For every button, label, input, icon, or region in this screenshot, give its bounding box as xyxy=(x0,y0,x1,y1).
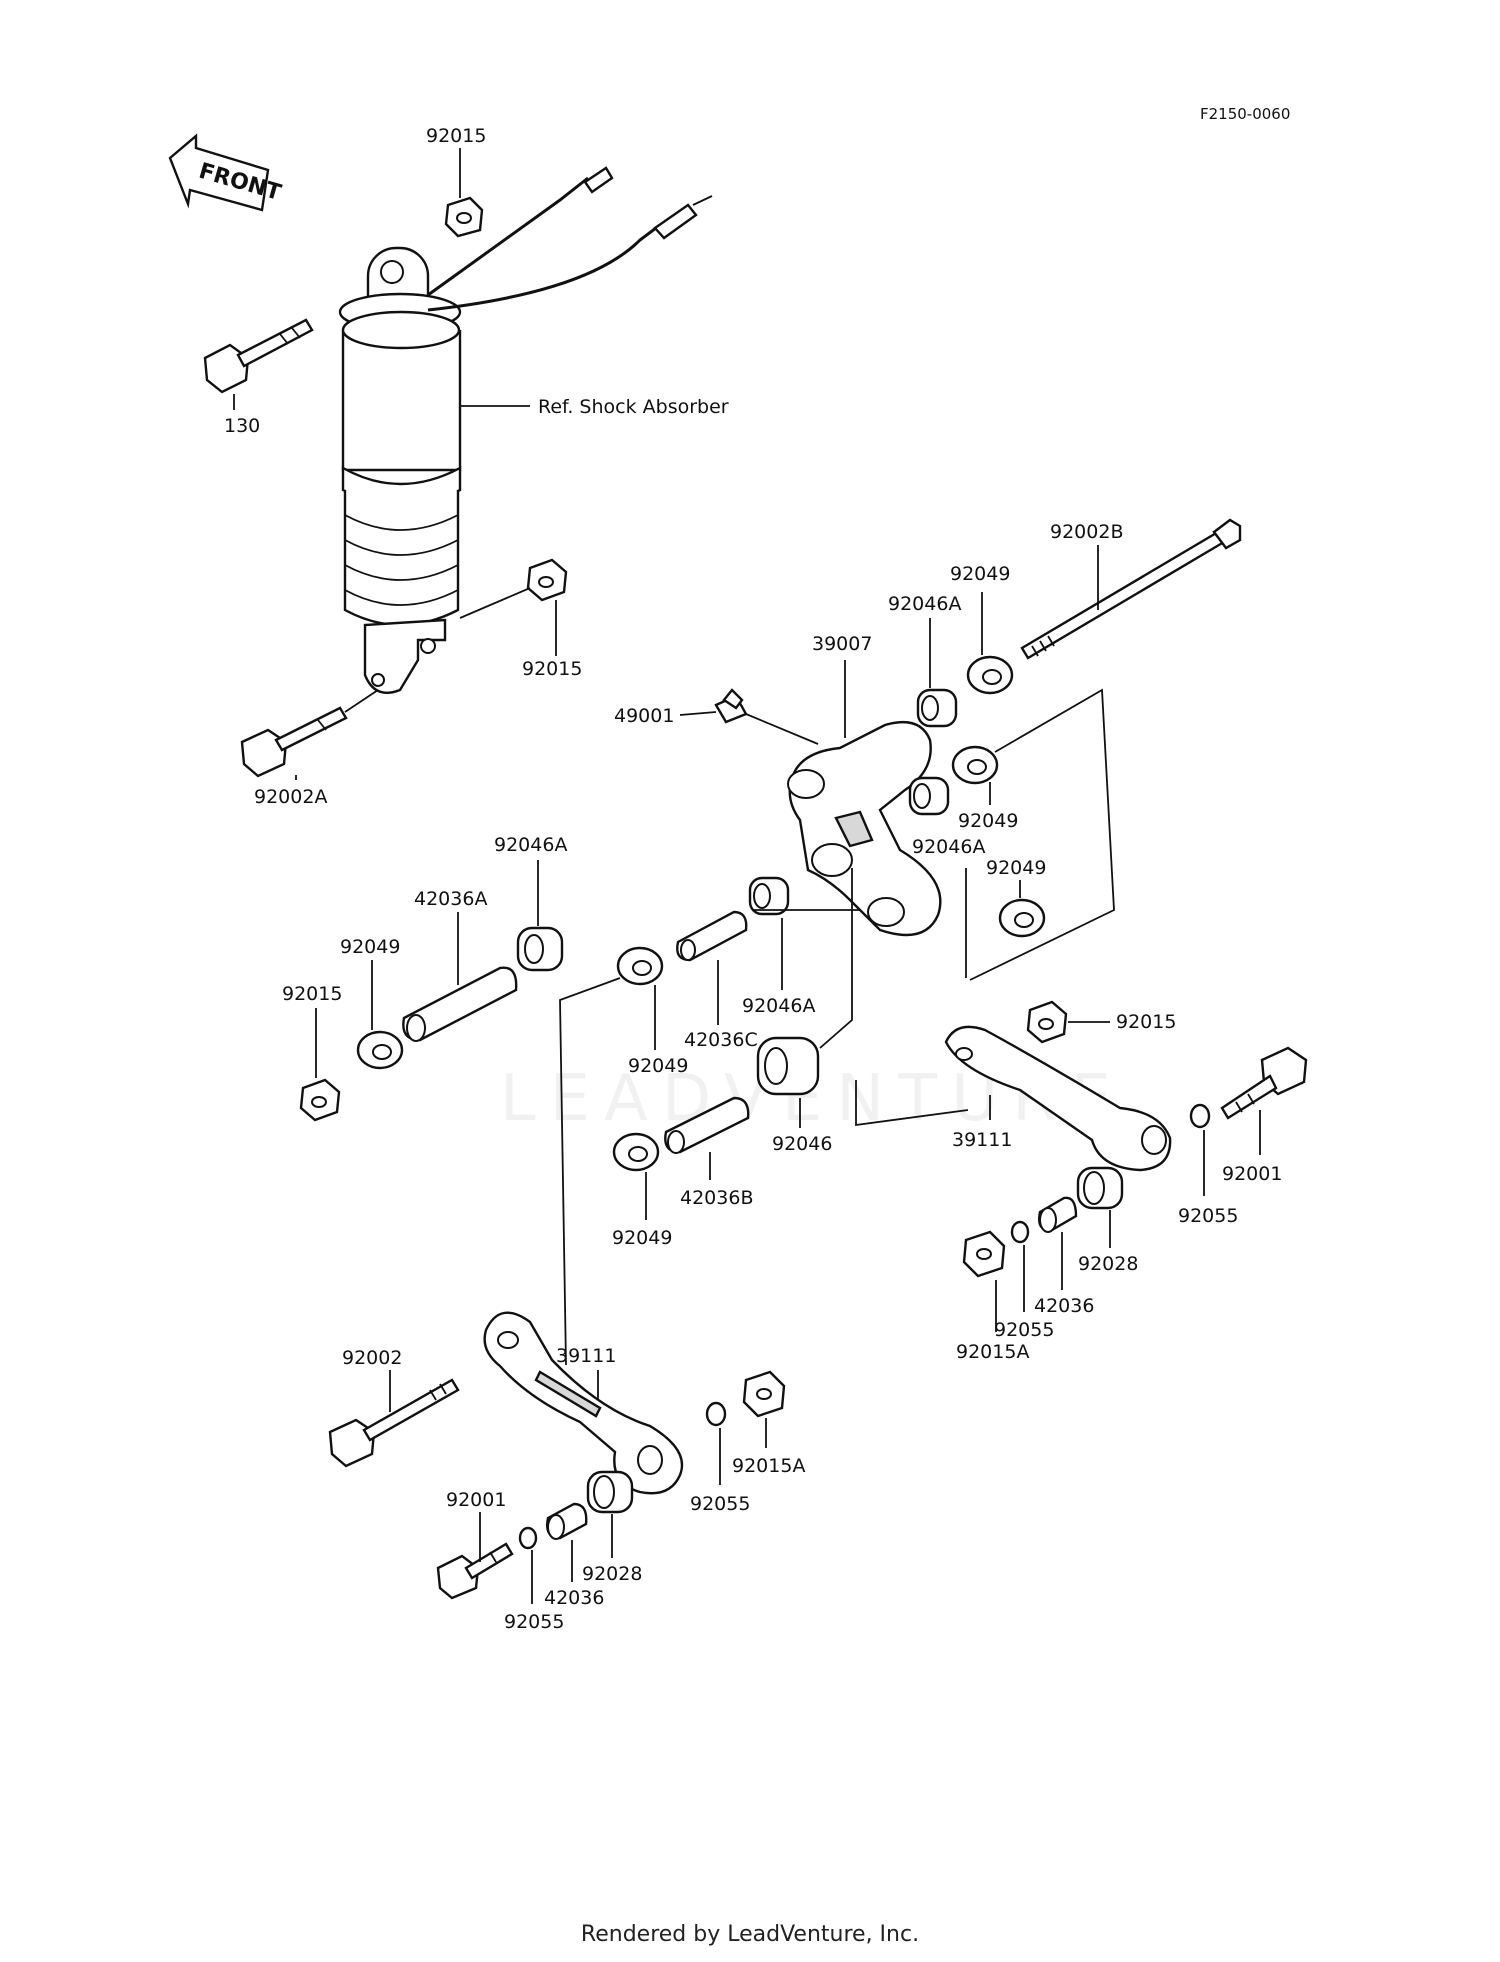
part-label: 92015A xyxy=(956,1341,1029,1363)
part-label: 39111 xyxy=(556,1345,616,1367)
washer-icon xyxy=(951,745,999,785)
sleeve-icon xyxy=(1038,1196,1078,1233)
part-label: 92049 xyxy=(612,1227,672,1249)
part-label: 39111 xyxy=(952,1129,1012,1151)
ref-shock-absorber-label: Ref. Shock Absorber xyxy=(538,396,729,418)
sleeve-icon xyxy=(676,910,748,962)
tie-rod-icon xyxy=(483,1311,684,1495)
bolt-icon xyxy=(203,318,314,394)
part-label: 92049 xyxy=(340,936,400,958)
collar-icon xyxy=(1076,1166,1124,1210)
sleeve-icon xyxy=(664,1096,750,1154)
o-ring-icon xyxy=(518,1526,538,1550)
part-label: 92001 xyxy=(446,1489,506,1511)
bearing-icon xyxy=(756,1036,820,1096)
bearing-icon xyxy=(908,776,950,816)
part-label: 92002 xyxy=(342,1347,402,1369)
part-label: 92049 xyxy=(986,857,1046,879)
bolt-icon xyxy=(328,1378,460,1468)
washer-icon xyxy=(998,898,1046,938)
part-label: 92015 xyxy=(522,658,582,680)
part-label: 92046A xyxy=(888,593,961,615)
collar-icon xyxy=(586,1470,634,1514)
o-ring-icon xyxy=(705,1401,727,1427)
washer-icon xyxy=(966,655,1014,695)
part-label: 92046 xyxy=(772,1133,832,1155)
part-label: 130 xyxy=(224,415,260,437)
part-label: 92046A xyxy=(742,995,815,1017)
footer-credit: Rendered by LeadVenture, Inc. xyxy=(580,1922,920,1947)
part-label: 49001 xyxy=(614,705,674,727)
sleeve-icon xyxy=(546,1502,588,1540)
part-label: 42036B xyxy=(680,1187,753,1209)
part-label: 92001 xyxy=(1222,1163,1282,1185)
part-label: 42036C xyxy=(684,1029,758,1051)
part-label: 42036A xyxy=(414,888,487,910)
bolt-icon xyxy=(436,1542,514,1600)
nut-icon xyxy=(444,196,484,238)
grease-nipple-icon xyxy=(714,688,748,724)
tie-rod-icon xyxy=(944,1025,1172,1172)
nut-icon xyxy=(962,1230,1006,1278)
part-label: 92015 xyxy=(282,983,342,1005)
sleeve-icon xyxy=(402,966,518,1042)
bearing-icon xyxy=(748,876,790,916)
part-label: 92015 xyxy=(1116,1011,1176,1033)
part-label: 92028 xyxy=(582,1563,642,1585)
washer-icon xyxy=(616,946,664,986)
part-label: 92015 xyxy=(426,125,486,147)
washer-icon xyxy=(356,1030,404,1070)
part-label: 92046A xyxy=(912,836,985,858)
part-label: 92055 xyxy=(690,1493,750,1515)
bolt-icon xyxy=(240,706,348,778)
washer-icon xyxy=(612,1132,660,1172)
part-label: 92046A xyxy=(494,834,567,856)
shock-absorber-icon xyxy=(338,166,713,695)
rocker-arm-icon xyxy=(787,720,942,937)
part-label: 92049 xyxy=(958,810,1018,832)
part-label: 92002A xyxy=(254,786,327,808)
nut-icon xyxy=(1026,1000,1068,1044)
part-label: 92002B xyxy=(1050,521,1123,543)
part-label: 92015A xyxy=(732,1455,805,1477)
nut-icon xyxy=(742,1370,786,1418)
part-label: 39007 xyxy=(812,633,872,655)
o-ring-icon xyxy=(1189,1103,1211,1129)
part-label: 42036 xyxy=(1034,1295,1094,1317)
part-label: 92055 xyxy=(1178,1205,1238,1227)
long-bolt-icon xyxy=(1020,518,1242,660)
part-label: 92055 xyxy=(994,1319,1054,1341)
bearing-icon xyxy=(916,688,958,728)
part-label: 92028 xyxy=(1078,1253,1138,1275)
nut-icon xyxy=(526,558,568,602)
part-label: 92049 xyxy=(628,1055,688,1077)
bolt-icon xyxy=(1220,1046,1308,1120)
part-label: 42036 xyxy=(544,1587,604,1609)
bearing-icon xyxy=(516,926,564,972)
part-label: 92055 xyxy=(504,1611,564,1633)
nut-icon xyxy=(299,1078,341,1122)
o-ring-icon xyxy=(1010,1220,1030,1244)
part-label: 92049 xyxy=(950,563,1010,585)
front-arrow-icon: FRONT xyxy=(168,133,284,212)
diagram-code: F2150-0060 xyxy=(1200,105,1290,123)
